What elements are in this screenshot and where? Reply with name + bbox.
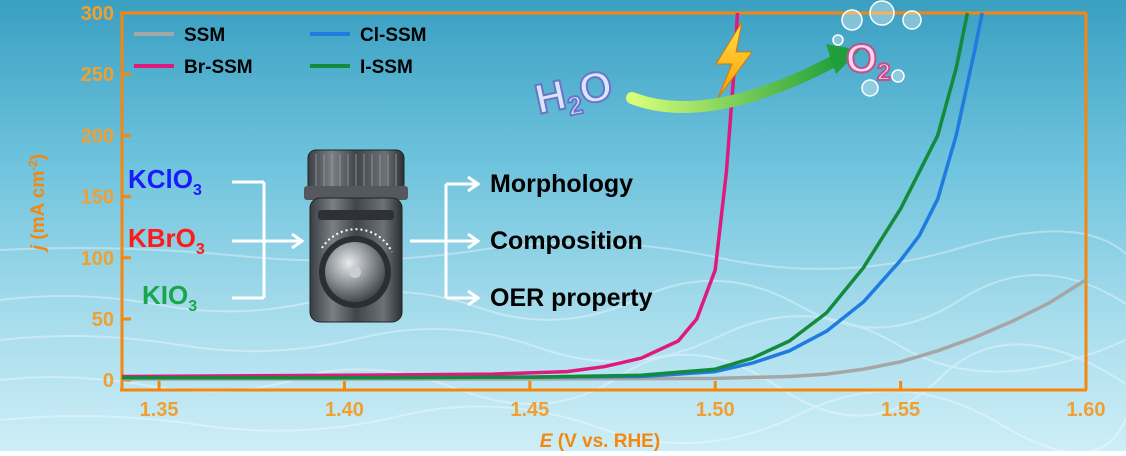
precursor-kclo3: KClO3 xyxy=(128,164,202,199)
x-tick-label: 1.55 xyxy=(881,399,920,421)
green-arrow-head xyxy=(826,44,860,74)
output-arrows xyxy=(410,175,481,307)
input-bracket xyxy=(232,180,305,300)
y-tick-label: 100 xyxy=(81,248,114,270)
legend-label-cl-ssm: Cl-SSM xyxy=(360,25,427,46)
x-axis-ticks: 1.35 1.40 1.45 1.50 1.55 1.60 xyxy=(140,381,1106,421)
y-tick-label: 250 xyxy=(81,64,114,86)
x-tick-label: 1.45 xyxy=(510,399,549,421)
legend-item-i-ssm: I-SSM xyxy=(310,57,413,78)
output-oer-property: OER property xyxy=(490,284,653,312)
series-lines xyxy=(121,12,1087,381)
precursor-kbro3: KBrO3 xyxy=(128,223,205,258)
legend-label-i-ssm: I-SSM xyxy=(360,57,413,78)
y-tick-label: 300 xyxy=(81,3,114,25)
x-axis-label: E (V vs. RHE) xyxy=(540,431,660,451)
y-tick-label: 200 xyxy=(81,125,114,147)
x-tick-label: 1.60 xyxy=(1067,399,1106,421)
legend-item-br-ssm: Br-SSM xyxy=(134,57,253,78)
legend-label-br-ssm: Br-SSM xyxy=(184,57,253,78)
lightning-bolt-icon xyxy=(715,21,753,99)
output-list: Morphology Composition OER property xyxy=(490,170,653,312)
series-line-br-ssm xyxy=(121,12,740,379)
series-line-i-ssm xyxy=(122,12,970,380)
x-tick-label: 1.40 xyxy=(325,399,364,421)
x-tick-label: 1.35 xyxy=(140,399,179,421)
autoclave-icon xyxy=(304,149,408,323)
bubbles-icon xyxy=(832,0,922,97)
green-arrow-icon xyxy=(626,52,846,113)
y-axis-label: j (mA cm-2) xyxy=(26,154,49,254)
y-tick-label: 150 xyxy=(81,187,114,209)
legend-item-ssm: SSM xyxy=(134,25,225,46)
precursor-list: KClO3 KBrO3 KIO3 xyxy=(128,164,205,315)
y-tick-label: 0 xyxy=(103,370,114,392)
legend: SSM Cl-SSM Br-SSM I-SSM xyxy=(134,25,427,78)
series-line-ssm xyxy=(122,278,1087,381)
o2-label: O2 xyxy=(846,37,890,86)
output-morphology: Morphology xyxy=(490,170,633,198)
y-tick-label: 50 xyxy=(92,309,114,331)
legend-label-ssm: SSM xyxy=(184,25,225,46)
legend-item-cl-ssm: Cl-SSM xyxy=(310,25,427,46)
plot-frame xyxy=(120,11,1088,392)
x-tick-label: 1.50 xyxy=(696,399,735,421)
precursor-kio3: KIO3 xyxy=(142,280,197,315)
y-axis-ticks: 0 50 100 150 200 250 300 xyxy=(81,3,131,392)
output-composition: Composition xyxy=(490,227,643,255)
